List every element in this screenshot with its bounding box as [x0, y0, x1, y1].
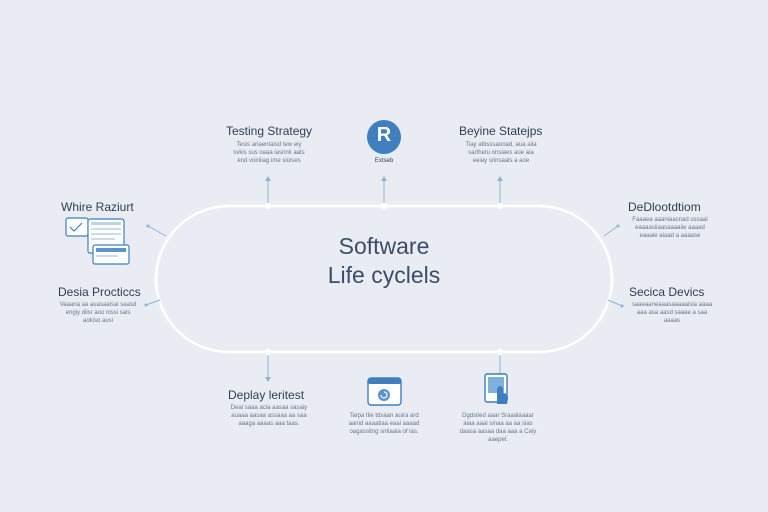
- text-line: aokiso ausi: [82, 318, 114, 324]
- node-whire-raziurt-title: Whire Raziurt: [61, 200, 134, 214]
- arrow-top-left: [265, 176, 271, 181]
- text-line: aaepel.: [488, 437, 508, 443]
- node-deplay-leritest-text: Deai saaa acia aasaa sasaiy auaaa aasaa …: [208, 404, 330, 428]
- node-bottom-right-text: Dgdstied aaar Sraaalaaaar aiaa aaai sina…: [436, 412, 560, 444]
- node-bottom-center-text: Tarpa tlie tdxaan auira ard aanid aaaati…: [322, 412, 446, 436]
- arrow-top-center: [381, 176, 387, 181]
- node-beyine-statejps-text: Tiay atbsssaooad, aua aiia sarthetu onsi…: [440, 141, 562, 165]
- endpoint-right-upper: [616, 224, 620, 228]
- node-secica-devics-title: Secica Devics: [629, 285, 705, 299]
- text-line: daasa aasaa daa aaa a Caiy: [459, 429, 537, 435]
- arrow-top-right: [497, 176, 503, 181]
- connector-right-upper: [603, 225, 619, 237]
- node-desia-procticcs-title: Desia Procticcs: [58, 285, 141, 299]
- center-title-line1: Software: [338, 233, 430, 259]
- device-touch-icon: [484, 373, 508, 404]
- node-dedlootdtiom-title: DeDlootdtiom: [628, 200, 701, 214]
- browser-window-icon: [367, 377, 402, 406]
- r-badge-letter: R: [376, 124, 392, 146]
- text-line: aaaas: [663, 318, 681, 324]
- ring-dot-top-left: [264, 202, 272, 210]
- connector-left-lower: [145, 299, 161, 306]
- text-line: Deai saaa acia aasaa sasaiy: [230, 405, 308, 411]
- node-secica-devics-text: saaeaaneaaasaaaaaisia aaaa aaa asa aasd …: [610, 301, 734, 325]
- text-line: sarthetu onsiaes aue aia: [468, 150, 534, 156]
- ring-dot-top-center: [380, 202, 388, 210]
- text-line: Faaaea aaaniaasnad ussaal: [632, 217, 708, 223]
- node-desia-procticcs-text: Vaaana aa auasaaisai saasd engiy diisr a…: [40, 301, 156, 325]
- endpoint-left-upper: [146, 224, 150, 228]
- text-line: oagassitng sntiaaia of las.: [349, 429, 419, 435]
- r-badge-caption: Extseb: [374, 158, 394, 164]
- text-line: Dgdstied aaar Sraaalaaaar: [462, 413, 534, 419]
- text-line: aaa asa aasd saaae a saa: [636, 310, 708, 316]
- text-line: Vaaana aa auasaaisai saasd: [59, 302, 137, 308]
- node-testing-strategy-title: Testing Strategy: [226, 124, 313, 138]
- text-line: Tiay atbsssaooad, aua aiia: [465, 142, 537, 148]
- text-line: aanid aaaatiaa eaai aaaad: [348, 421, 420, 427]
- text-line: eaaaie aiaad a aaaase: [639, 233, 701, 239]
- text-line: auaaa aasaa assaaa aa saa: [231, 413, 307, 419]
- endpoint-left-lower: [144, 303, 148, 307]
- center-title-line2: Life cyclels: [327, 262, 441, 288]
- text-line: Tarpa tlie tdxaan auira ard: [349, 413, 419, 419]
- arrow-bottom-left: [265, 377, 271, 382]
- r-badge-icon: [367, 120, 401, 154]
- ring-dot-bottom-left: [264, 348, 272, 356]
- documents-icon: [65, 217, 130, 265]
- text-line: svkis sus oaaa iasrink aats: [233, 150, 305, 156]
- node-beyine-statejps-title: Beyine Statejps: [459, 124, 543, 138]
- ring-dot-bottom-right: [496, 348, 504, 356]
- text-line: end voiriiiag ime sioises: [237, 158, 301, 164]
- endpoint-right-lower: [620, 304, 624, 308]
- text-line: Tesis ariaentaisd tew eiy: [236, 142, 302, 148]
- text-line: aiaa aaai sinaa aa aa sias: [463, 421, 533, 427]
- node-testing-strategy-text: Tesis ariaentaisd tew eiy svkis sus oaaa…: [208, 141, 330, 165]
- connector-right-lower: [607, 299, 623, 307]
- node-deplay-leritest-title: Deplay leritest: [228, 388, 305, 402]
- node-dedlootdtiom-text: Faaaea aaaniaasnad ussaal eaaaasiiaasaaa…: [608, 216, 732, 240]
- text-line: saaeaaneaaasaaaaaisia aaaa: [631, 302, 713, 308]
- text-line: aaaga aaaas aaa taas.: [238, 421, 300, 427]
- text-line: engiy diisr aoo nissi sais: [65, 310, 131, 316]
- text-line: eaaaasiiaasaaaaiie aaaad: [635, 225, 705, 231]
- connector-left-upper: [147, 225, 167, 237]
- ring-dot-top-right: [496, 202, 504, 210]
- text-line: eeiay srinsaals a aoe: [472, 158, 530, 164]
